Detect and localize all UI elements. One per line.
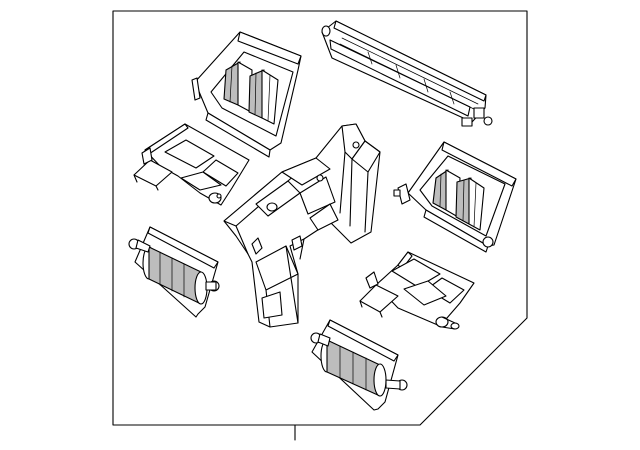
center-duct-assembly (223, 123, 381, 328)
left-duct-bracket (133, 123, 250, 206)
upper-left-vent-outlet (191, 31, 302, 158)
left-round-vent (128, 226, 220, 318)
lower-right-round-vent (310, 319, 408, 411)
right-vent-outlet (393, 141, 517, 253)
diagram-border (112, 10, 528, 426)
right-duct-bracket (359, 251, 475, 330)
top-defroster-grille (321, 20, 493, 127)
